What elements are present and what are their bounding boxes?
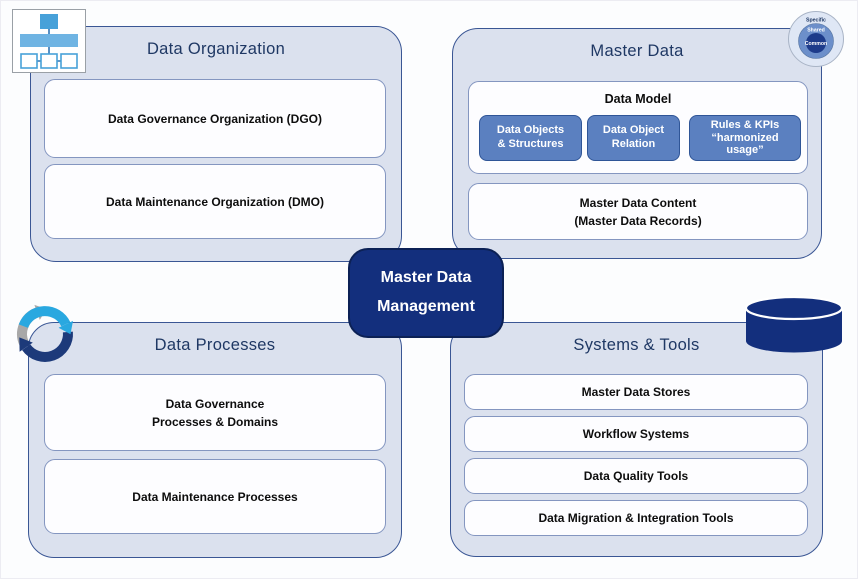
master-data-management-box: Master Data Management [348, 248, 504, 338]
box-label-line: Processes & Domains [151, 414, 279, 429]
box-data-maintenance-processes: Data Maintenance Processes [44, 459, 386, 534]
box-data-quality-tools: Data Quality Tools [464, 458, 808, 494]
panel-data-processes: Data Processes Data Governance Processes… [28, 322, 402, 558]
data-model-label: Data Model [604, 92, 672, 106]
box-label: Data Maintenance Organization (DMO) [105, 194, 325, 209]
org-chart-icon [12, 9, 86, 73]
box-data-migration-integration-tools: Data Migration & Integration Tools [464, 500, 808, 536]
button-label-line: Relation [611, 138, 656, 150]
button-label-line: Data Object [602, 124, 665, 137]
button-data-object-relation: Data Object Relation [587, 115, 680, 161]
box-data-model: Data Model Data Objects & Structures Dat… [468, 81, 808, 174]
scope-label-common: Common [805, 41, 827, 47]
scope-label-specific: Specific [806, 18, 826, 24]
button-label-line: usage” [726, 144, 764, 157]
button-label-line: Rules & KPIs [710, 118, 780, 131]
panel-systems-tools: Systems & Tools Master Data Stores Workf… [450, 322, 823, 557]
panel-title-data-processes: Data Processes [154, 336, 276, 354]
panel-title-systems-tools: Systems & Tools [573, 336, 700, 354]
button-label-line: & Structures [497, 138, 564, 150]
box-master-data-content: Master Data Content (Master Data Records… [468, 183, 808, 240]
box-label: Data Maintenance Processes [132, 489, 298, 504]
database-icon [744, 295, 844, 353]
box-data-governance-organization: Data Governance Organization (DGO) [44, 79, 386, 158]
box-label-line: Data Governance [165, 396, 265, 411]
panel-master-data: Master Data Data Model Data Objects & St… [452, 28, 822, 259]
box-label: Master Data Stores [581, 385, 691, 399]
box-data-governance-processes: Data Governance Processes & Domains [44, 374, 386, 451]
panel-title-master-data: Master Data [590, 42, 684, 60]
center-box-line: Master Data [380, 269, 472, 287]
panel-data-organization: Data Organization Data Governance Organi… [30, 26, 402, 262]
box-label: Workflow Systems [582, 427, 690, 441]
box-label-line: (Master Data Records) [574, 213, 702, 228]
box-master-data-stores: Master Data Stores [464, 374, 808, 410]
panel-title-data-organization: Data Organization [146, 40, 286, 58]
center-box-line: Management [377, 298, 475, 315]
button-label-line: Data Objects [496, 124, 565, 137]
button-rules-kpis: Rules & KPIs “harmonized usage” [689, 115, 801, 161]
box-label: Data Governance Organization (DGO) [107, 111, 323, 126]
button-label-line: “harmonized [711, 131, 779, 144]
button-data-objects-structures: Data Objects & Structures [479, 115, 582, 161]
box-label: Data Quality Tools [583, 469, 689, 483]
scope-label-shared: Shared [807, 28, 825, 34]
box-data-maintenance-organization: Data Maintenance Organization (DMO) [44, 164, 386, 239]
box-workflow-systems: Workflow Systems [464, 416, 808, 452]
scope-circles-icon: Specific Shared Common [788, 11, 844, 67]
process-cycle-icon [17, 304, 73, 362]
box-label: Data Migration & Integration Tools [538, 511, 734, 525]
box-label-line: Master Data Content [579, 195, 697, 210]
org-chart-icon-graphic [20, 14, 78, 69]
